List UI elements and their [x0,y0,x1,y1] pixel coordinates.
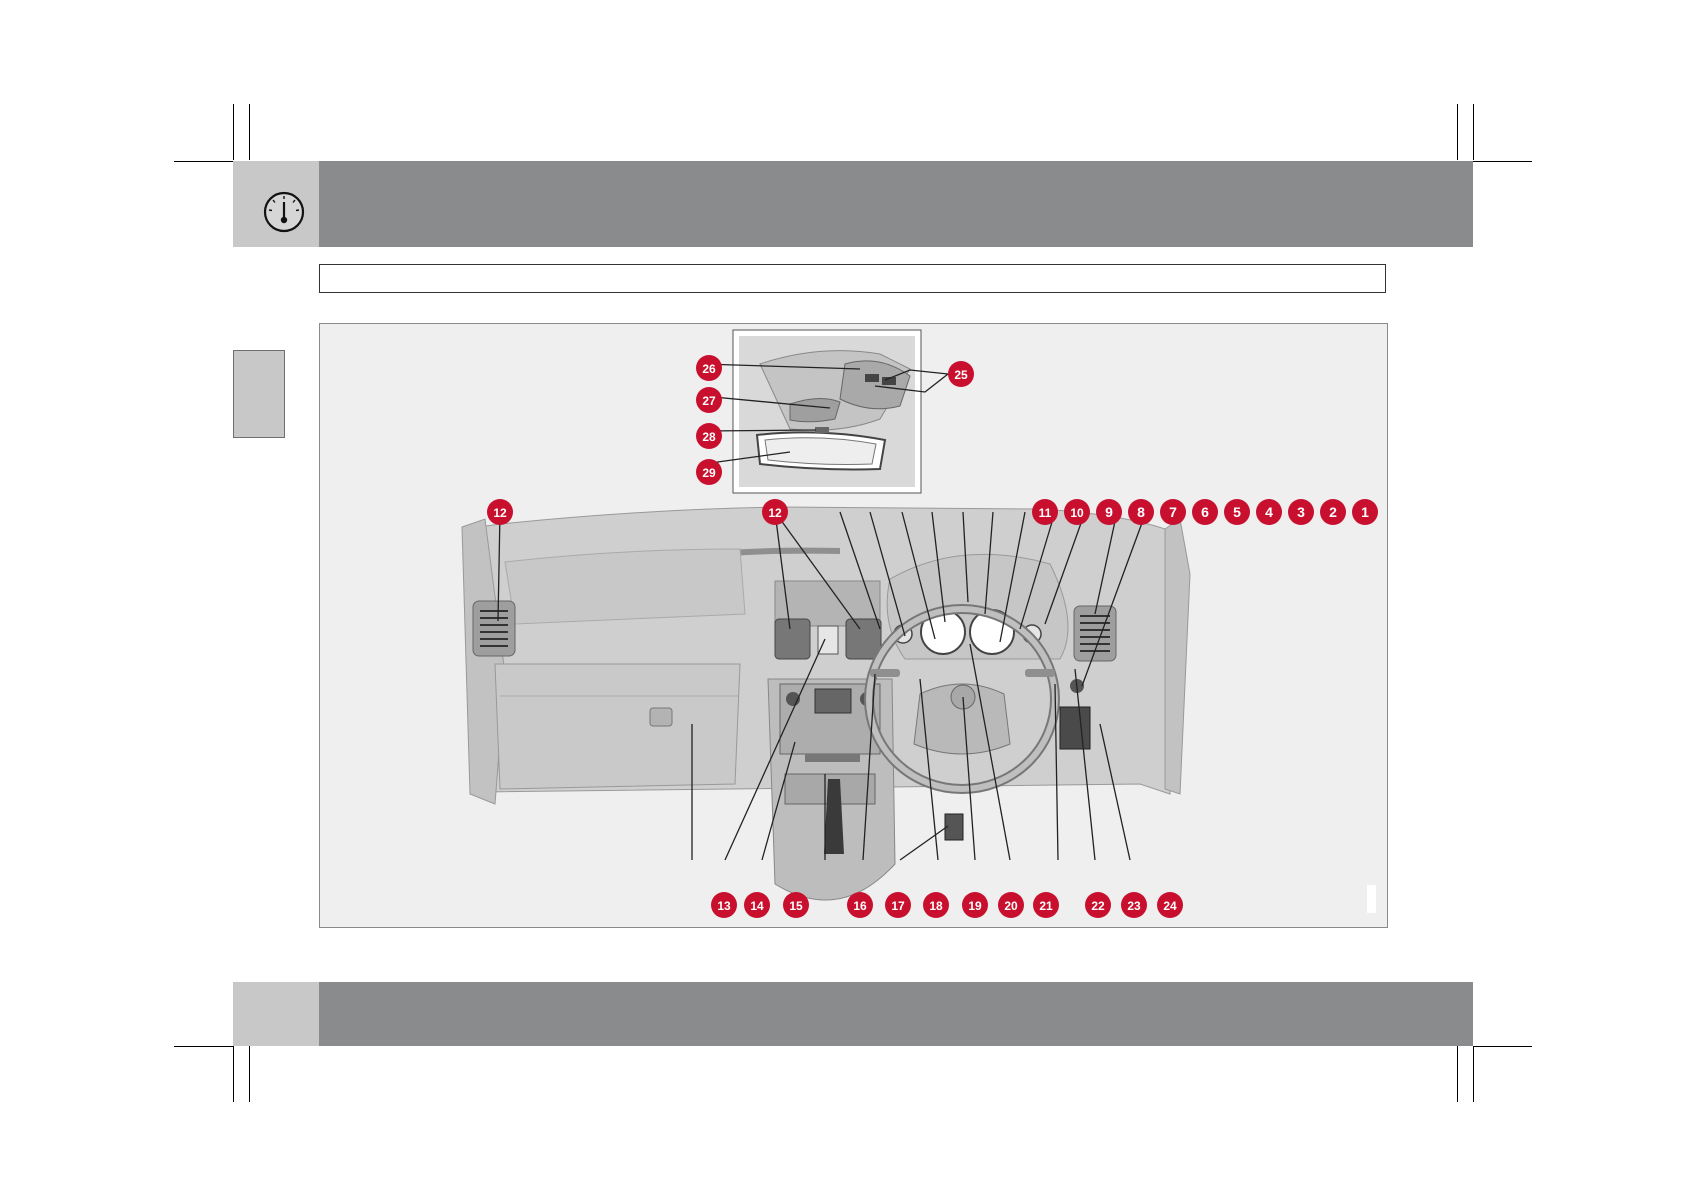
footer-bar [319,982,1473,1046]
callout-22: 22 [1085,892,1111,918]
crop-mark [233,1046,234,1102]
svg-text:13: 13 [717,899,731,913]
svg-text:27: 27 [702,394,716,408]
callout-4: 4 [1256,499,1282,525]
callout-8: 8 [1128,499,1154,525]
footer-tab [233,982,319,1046]
dashboard-drawing [461,506,1191,901]
callout-3: 3 [1288,499,1314,525]
svg-text:9: 9 [1105,504,1113,520]
svg-text:7: 7 [1169,504,1177,520]
callout-leader-lines [497,363,1147,861]
crop-mark [1473,161,1532,162]
callout-2: 2 [1320,499,1346,525]
svg-text:18: 18 [929,899,943,913]
svg-text:1: 1 [1361,504,1369,520]
svg-text:29: 29 [702,466,716,480]
callout-21: 21 [1033,892,1059,918]
callout-9: 9 [1096,499,1122,525]
callout-12-left: 12 [487,499,513,525]
callout-labels: 1 2 3 4 5 6 7 8 9 10 11 12 12 13 14 15 1… [487,355,1378,918]
svg-text:28: 28 [702,430,716,444]
crop-mark [249,1046,250,1102]
svg-text:10: 10 [1070,506,1084,520]
svg-text:12: 12 [493,506,507,520]
header-bar [319,161,1473,247]
chapter-tab [233,350,285,438]
crop-mark [249,104,250,160]
dashboard-illustration: 1 2 3 4 5 6 7 8 9 10 11 12 12 13 14 15 1… [461,329,1378,918]
svg-text:22: 22 [1091,899,1105,913]
svg-text:26: 26 [702,362,716,376]
callout-28: 28 [696,423,722,449]
callout-5: 5 [1224,499,1250,525]
svg-text:5: 5 [1233,504,1241,520]
overhead-console-inset [732,329,922,494]
callout-10: 10 [1064,499,1090,525]
callout-6: 6 [1192,499,1218,525]
svg-text:2: 2 [1329,504,1337,520]
gauge-icon [263,191,305,233]
crop-mark [1457,1046,1458,1102]
crop-mark [1473,1046,1532,1047]
callout-24: 24 [1157,892,1183,918]
svg-text:16: 16 [853,899,867,913]
svg-text:15: 15 [789,899,803,913]
crop-mark [233,104,234,160]
crop-mark [1473,104,1474,160]
callout-25: 25 [948,361,974,387]
callout-1: 1 [1352,499,1378,525]
svg-text:23: 23 [1127,899,1141,913]
svg-text:25: 25 [954,368,968,382]
callout-20: 20 [998,892,1024,918]
crop-mark [1457,104,1458,160]
callout-14: 14 [744,892,770,918]
dashboard-figure: 1 2 3 4 5 6 7 8 9 10 11 12 12 13 14 15 1… [319,323,1388,928]
crop-mark [174,1046,233,1047]
figure-marker [1367,885,1376,913]
callout-12-center: 12 [762,499,788,525]
svg-text:24: 24 [1163,899,1177,913]
callout-18: 18 [923,892,949,918]
svg-text:4: 4 [1265,504,1273,520]
svg-text:14: 14 [750,899,764,913]
callout-29: 29 [696,459,722,485]
callout-19: 19 [962,892,988,918]
crop-mark [1473,1046,1474,1102]
svg-text:17: 17 [891,899,905,913]
svg-text:6: 6 [1201,504,1209,520]
callout-13: 13 [711,892,737,918]
crop-mark [174,161,233,162]
callout-26: 26 [696,355,722,381]
section-title-box [319,264,1386,293]
svg-text:11: 11 [1039,506,1052,520]
svg-text:19: 19 [968,899,982,913]
svg-text:3: 3 [1297,504,1305,520]
svg-text:21: 21 [1039,899,1053,913]
svg-text:8: 8 [1137,504,1145,520]
svg-text:20: 20 [1004,899,1018,913]
callout-27: 27 [696,387,722,413]
callout-17: 17 [885,892,911,918]
callout-23: 23 [1121,892,1147,918]
callout-11: 11 [1032,499,1058,525]
callout-7: 7 [1160,499,1186,525]
svg-text:12: 12 [768,506,782,520]
callout-15: 15 [783,892,809,918]
callout-16: 16 [847,892,873,918]
